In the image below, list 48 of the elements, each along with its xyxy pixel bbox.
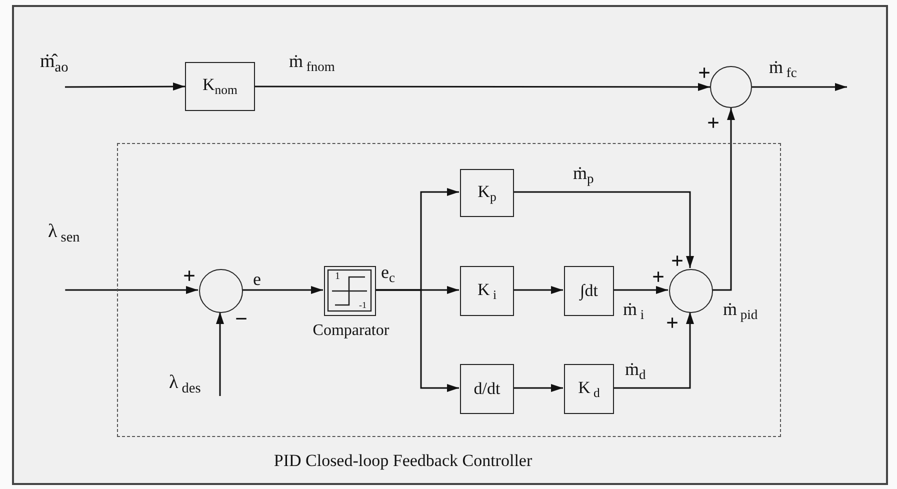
block-label: K $_{i}$ — [477, 280, 496, 302]
signal-arrow — [242, 286, 323, 294]
sign-label: − — [235, 308, 248, 330]
sign-label: + — [652, 266, 665, 288]
sign-label: + — [698, 62, 711, 84]
signal-label: λ $_{des}$ — [169, 373, 221, 397]
signal-label: ṁ$_{p}$ — [572, 164, 595, 186]
integrator-block — [564, 266, 614, 316]
signal-label: ṁ $_{pid}$ — [722, 300, 759, 322]
derivative-block — [460, 364, 514, 414]
axis-value: -1 — [359, 301, 366, 310]
signal-label: e$_{c}$ — [381, 263, 395, 285]
axis-value: 1 — [335, 272, 340, 282]
summing-junction — [199, 269, 243, 313]
block-label: d/dt — [474, 379, 500, 399]
sign-label: + — [666, 312, 679, 334]
signal-arrow — [216, 312, 224, 396]
signal-arrow — [513, 384, 563, 392]
signal-arrow — [65, 286, 198, 294]
signal-label: ṁ$_{d}$ — [624, 360, 647, 382]
signal-arrow — [65, 82, 185, 91]
block-label: K $_{d}$ — [578, 378, 600, 400]
signal-arrow — [613, 312, 694, 389]
gain-block — [460, 266, 514, 316]
summing-junction — [669, 269, 713, 313]
block-caption: Comparator — [312, 323, 390, 339]
signal-arrow — [255, 82, 710, 91]
gain-block — [185, 62, 255, 111]
sign-label: + — [707, 112, 720, 134]
signal-arrow — [375, 289, 459, 392]
block-label: K$_{p}$ — [478, 182, 496, 204]
signal-label: λ $_{sen}$ — [48, 222, 100, 290]
controller-caption: PID Closed-loop Feedback Controller — [272, 451, 534, 471]
signal-label: ṁ $_{i}$ — [622, 300, 646, 322]
gain-block — [460, 169, 514, 217]
summing-junction — [710, 66, 752, 108]
signal-label: ṁ $_{fc}$ — [768, 58, 798, 80]
signal-arrow — [712, 108, 735, 291]
block-label: ∫dt — [580, 281, 598, 301]
gain-block — [564, 364, 614, 414]
signal-arrow — [752, 83, 847, 91]
signal-label: ṁ̂$_{ao}$ — [40, 52, 90, 87]
signal-arrow — [613, 286, 668, 294]
block-label: K$_{nom}$ — [202, 75, 238, 98]
signal-arrow — [513, 286, 563, 294]
sign-label: + — [183, 265, 196, 287]
sign-label: + — [671, 250, 684, 272]
signal-arrow — [513, 191, 694, 268]
